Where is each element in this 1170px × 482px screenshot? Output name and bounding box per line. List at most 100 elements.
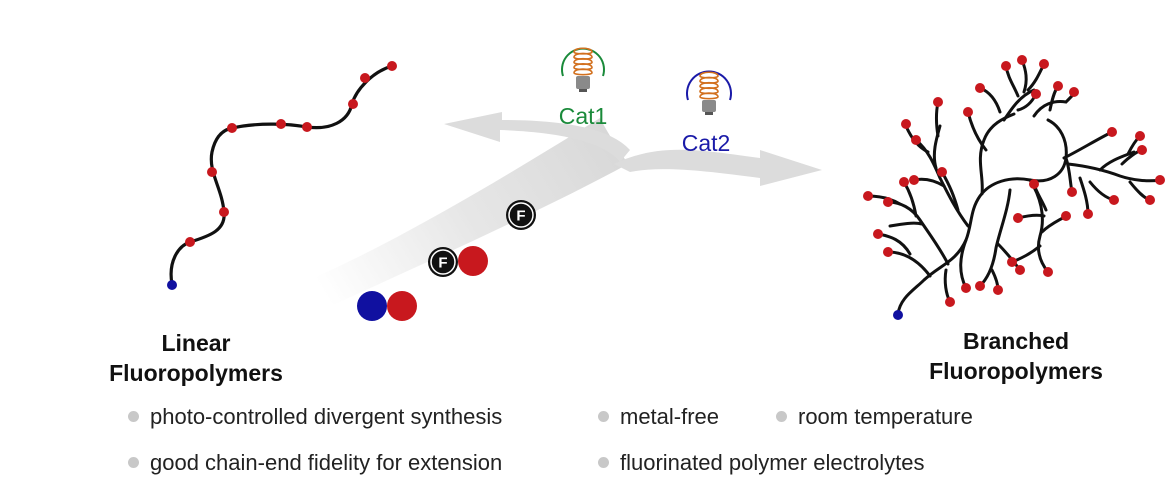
end-group-dot [1061,211,1071,221]
end-group-dot [899,177,909,187]
end-group-dot [883,197,893,207]
end-group-dot [1001,61,1011,71]
arrow-right-branch [614,149,822,186]
end-group-dot [1039,59,1049,69]
initiator-dot [167,280,177,290]
feature-item: room temperature [776,404,973,430]
arrow-stem [305,118,628,312]
branched-chain [978,188,1012,288]
lightbulb-icon [561,47,605,92]
branched-chain [932,124,942,170]
feature-item: good chain-end fidelity for extension [128,450,502,476]
end-group-dot [227,123,237,133]
branched-polymer [863,55,1165,320]
fluorine-sphere [506,200,536,230]
linear-fluoropolymers-caption: Linear Fluoropolymers [76,328,316,388]
end-group-dot [1015,265,1025,275]
branched-chain [966,110,988,152]
end-group-sphere [458,246,488,276]
divergent-arrow [305,112,822,312]
end-group-dot [961,283,971,293]
end-group-dot [911,135,921,145]
end-group-dot [1029,179,1039,189]
branched-chain [1078,176,1090,216]
branched-caption-line1: Branched [962,328,1070,354]
end-group-dot [937,167,947,177]
end-group-dot [873,229,883,239]
branched-chain [886,200,950,266]
fluorine-sphere-ring [430,249,456,275]
feature-text: metal-free [620,404,720,429]
end-group-dot [207,167,217,177]
branched-chain [996,242,1022,272]
end-group-dot [993,285,1003,295]
end-group-dot [360,73,370,83]
linear-polymer [167,61,397,290]
end-group-dot [1017,55,1027,65]
lightbulb-icon [686,70,732,115]
feature-item: fluorinated polymer electrolytes [598,450,924,476]
end-group-sphere [387,291,417,321]
end-group-dot [1043,267,1053,277]
end-group-dot [219,207,229,217]
branched-chain [914,138,970,228]
branched-chain [940,170,960,212]
cat1-label: Cat1 [559,103,608,129]
bullet-icon [598,457,609,468]
end-group-dot [1155,175,1165,185]
bulb-coil-loop [699,92,719,100]
feature-text: good chain-end fidelity for extension [150,450,503,475]
end-group-dot [302,122,312,132]
linear-caption-line2: Fluoropolymers [109,360,283,386]
bulb-base-icon [576,76,590,89]
bulb-tip-icon [705,112,713,115]
end-group-dot [963,107,973,117]
end-group-dot [883,247,893,257]
branched-caption-line2: Fluoropolymers [929,358,1103,384]
bulb-coil-icon [573,47,593,76]
initiator-sphere [357,291,387,321]
end-group-dot [1083,209,1093,219]
end-group-dot [1053,81,1063,91]
arrow-left-branch [444,112,630,162]
branched-chain [935,100,940,138]
end-group-dot [933,97,943,107]
cat2-label: Cat2 [682,130,731,156]
end-group-dot [1013,213,1023,223]
feature-text: room temperature [798,404,973,429]
branched-chain [1062,130,1114,160]
branched-chain [1002,88,1036,122]
end-group-dot [1031,89,1041,99]
bulb-coil-loop [573,68,593,76]
bulb-coil-icon [699,71,719,100]
bullet-icon [128,457,139,468]
end-group-dot [1137,145,1147,155]
end-group-dot [1109,195,1119,205]
end-group-dot [1069,87,1079,97]
branched-fluoropolymers-caption: Branched Fluoropolymers [896,326,1136,386]
end-group-dot [185,237,195,247]
end-group-dot [348,99,358,109]
cat2-ring-icon [686,70,732,101]
end-group-dot [863,191,873,201]
bullet-icon [776,411,787,422]
feature-text: fluorinated polymer electrolytes [620,450,925,475]
end-group-dot [945,297,955,307]
end-group-dot [1135,131,1145,141]
bulb-base-icon [702,100,716,112]
fluorinated-monomer: F [428,246,488,277]
branched-chain [886,250,932,278]
end-group-dot [1145,195,1155,205]
linear-chain [169,64,394,286]
bullet-icon [128,411,139,422]
feature-item: photo-controlled divergent synthesis [128,404,502,430]
bullet-icon [598,411,609,422]
end-group-dot [1067,187,1077,197]
linear-caption-line1: Linear [161,330,231,356]
bulb-tip-icon [579,89,587,92]
end-group-dot [975,281,985,291]
fluorine-label: F [516,208,525,225]
fluorine-sphere [428,247,458,277]
end-group-dot [975,83,985,93]
